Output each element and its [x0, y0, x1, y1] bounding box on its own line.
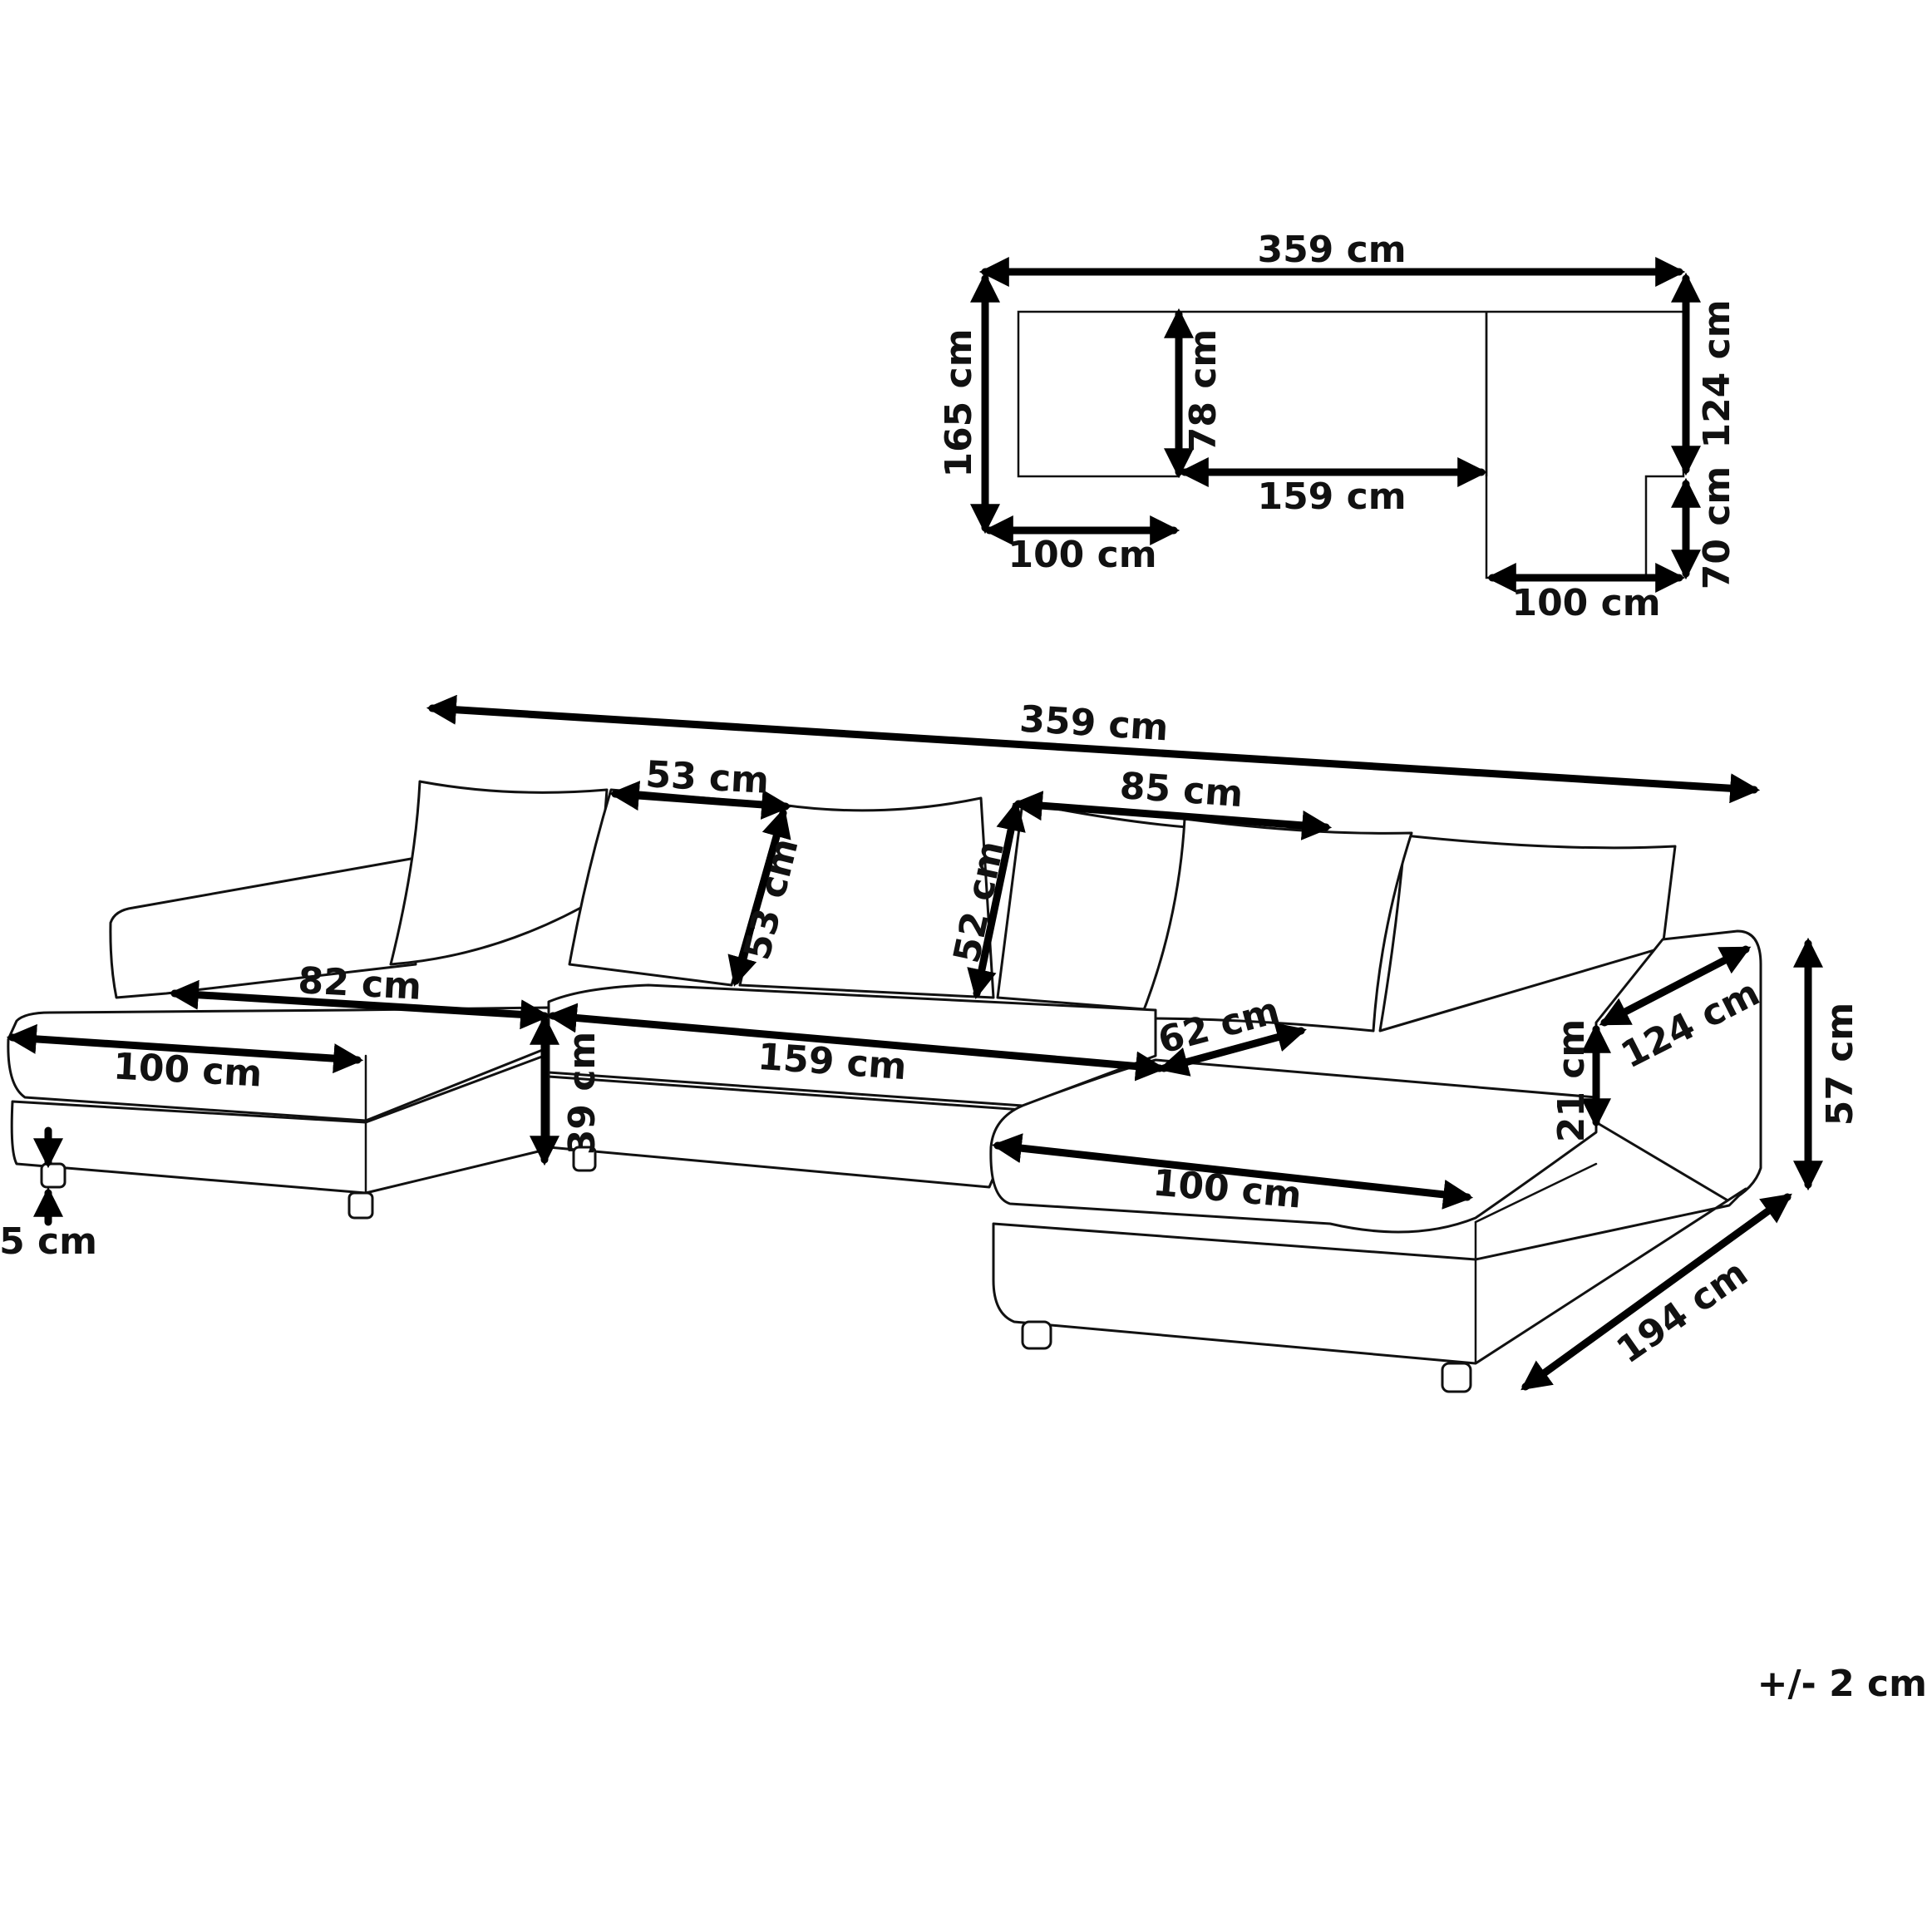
tolerance-note: +/- 2 cm — [1757, 1663, 1927, 1705]
label-left-seat-depth: 82 cm — [297, 959, 422, 1008]
leg-4 — [1021, 1320, 1052, 1350]
dim-small-cushion-height — [727, 807, 791, 987]
right-arm — [1594, 929, 1762, 1203]
plan-label-left-chaise: 100 cm — [1008, 534, 1156, 576]
plan-label-inner-width: 159 cm — [1257, 476, 1406, 518]
dim-right-seat-depth — [1158, 1023, 1307, 1077]
plan-label-right-chaise: 100 cm — [1511, 582, 1660, 624]
label-small-cushion-width: 53 cm — [644, 753, 770, 802]
label-leg-height: 5 cm — [0, 1220, 97, 1263]
plan-label-inner-depth: 78 cm — [1182, 329, 1225, 452]
plan-label-width: 359 cm — [1257, 229, 1406, 271]
dim-small-cushion-width — [609, 781, 792, 820]
leg-1 — [40, 1162, 67, 1189]
dim-width-total — [426, 694, 1761, 804]
plan-label-height-left: 165 cm — [938, 328, 980, 477]
plan-label-right-back: 124 cm — [1696, 299, 1738, 448]
plan-view: 359 cm 165 cm 78 cm 159 cm 100 cm 124 cm… — [938, 229, 1738, 624]
label-left-chaise-width: 100 cm — [112, 1045, 264, 1095]
label-width-total: 359 cm — [1018, 698, 1170, 750]
dim-right-chaise-width — [991, 1133, 1474, 1210]
label-middle-seat-width: 159 cm — [757, 1036, 908, 1088]
dim-right-chaise-length — [1599, 945, 1752, 1027]
label-seat-height: 39 cm — [561, 1032, 604, 1155]
label-arm-height: 21 cm — [1550, 1019, 1593, 1142]
dim-middle-seat-width — [546, 1003, 1166, 1082]
leg-5 — [1441, 1362, 1472, 1393]
scatter-cushion-right — [1139, 817, 1413, 1033]
right-chaise-top-seam — [1474, 1162, 1598, 1224]
dim-large-cushion-height — [967, 800, 1026, 1000]
plan-label-right-ext: 70 cm — [1696, 466, 1738, 589]
left-arm — [109, 856, 417, 999]
dim-left-chaise-width — [6, 1023, 364, 1074]
dim-left-seat-depth — [168, 979, 551, 1030]
leg-3 — [572, 1146, 597, 1172]
label-large-cushion-width: 85 cm — [1118, 765, 1244, 816]
label-total-height: 57 cm — [1819, 1003, 1861, 1126]
dim-large-cushion-width — [1012, 791, 1333, 840]
sofa-dimensions — [6, 694, 1823, 1391]
dim-total-depth — [1520, 1193, 1792, 1391]
back-cushion-4 — [1378, 834, 1677, 1033]
leg-2 — [347, 1191, 374, 1220]
